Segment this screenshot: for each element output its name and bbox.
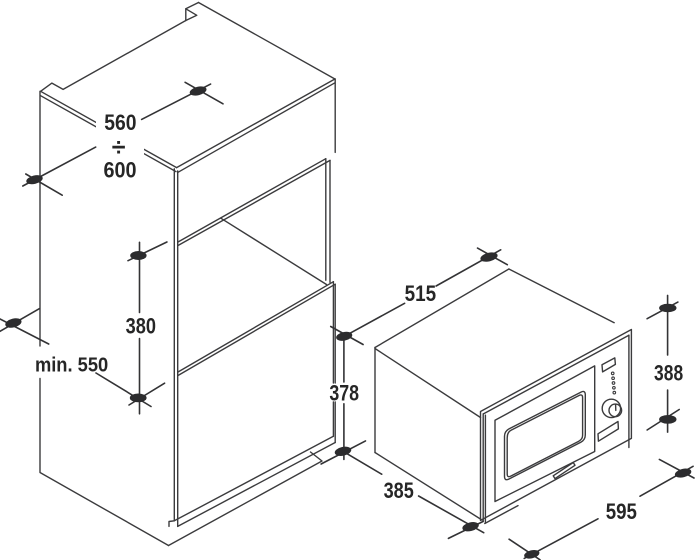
svg-text:595: 595 xyxy=(606,499,637,524)
svg-text:380: 380 xyxy=(126,314,156,339)
svg-text:385: 385 xyxy=(384,478,414,503)
svg-text:÷: ÷ xyxy=(112,133,126,161)
svg-text:378: 378 xyxy=(329,380,359,405)
svg-text:600: 600 xyxy=(104,158,137,183)
svg-text:min. 550: min. 550 xyxy=(35,354,108,376)
svg-text:388: 388 xyxy=(654,360,683,385)
svg-text:560: 560 xyxy=(104,110,136,135)
svg-text:515: 515 xyxy=(405,281,437,306)
